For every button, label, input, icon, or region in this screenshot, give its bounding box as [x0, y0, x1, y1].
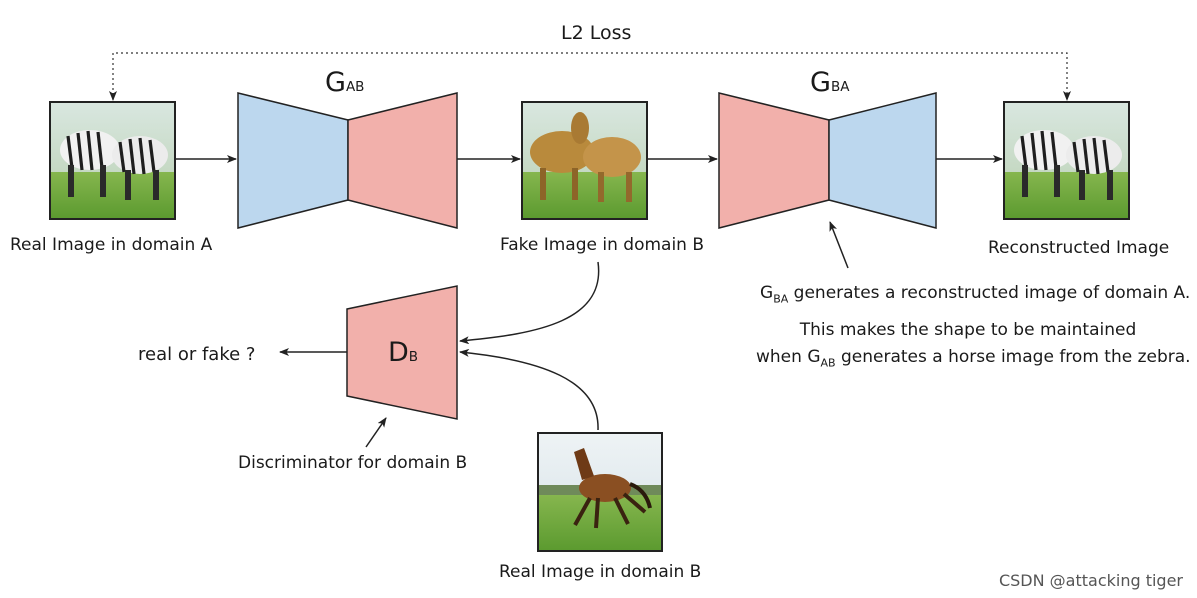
arrow-gba-note — [829, 221, 849, 269]
generator-ab-encoder — [237, 92, 349, 229]
reconstructed-image-label: Reconstructed Image — [988, 238, 1170, 258]
real-image-b-label: Real Image in domain B — [499, 562, 702, 582]
generator-ba-label: GBA — [810, 67, 850, 98]
l2-loss-connector — [112, 52, 1071, 101]
real-image-b-thumbnail — [537, 432, 663, 552]
real-image-a-label: Real Image in domain A — [10, 235, 213, 255]
generator-ba-encoder — [828, 92, 937, 229]
reconstructed-image-thumbnail — [1003, 101, 1130, 220]
generator-ba-decoder — [718, 92, 830, 229]
generator-ab-decoder — [347, 92, 458, 229]
real-or-fake-label: real or fake ? — [138, 344, 256, 365]
discriminator-b-shape — [346, 285, 458, 420]
discriminator-caption: Discriminator for domain B — [238, 453, 468, 473]
l2-loss-label: L2 Loss — [561, 22, 632, 44]
fake-image-b-label: Fake Image in domain B — [500, 235, 705, 255]
real-image-a-thumbnail — [49, 101, 176, 220]
gba-note-line2: This makes the shape to be maintained — [799, 320, 1137, 340]
discriminator-b-label: DB — [388, 337, 419, 368]
fake-image-b-thumbnail — [521, 101, 648, 220]
generator-ab-label: GAB — [325, 67, 365, 98]
arrow-real-b-to-discriminator — [459, 348, 599, 431]
arrow-fake-b-to-discriminator — [459, 261, 600, 345]
gba-note-line1: GBA generates a reconstructed image of d… — [760, 283, 1191, 306]
gba-note-line3: when GAB generates a horse image from th… — [756, 347, 1191, 370]
arrow-discriminator-caption — [365, 417, 387, 448]
watermark: CSDN @attacking tiger — [998, 571, 1183, 590]
